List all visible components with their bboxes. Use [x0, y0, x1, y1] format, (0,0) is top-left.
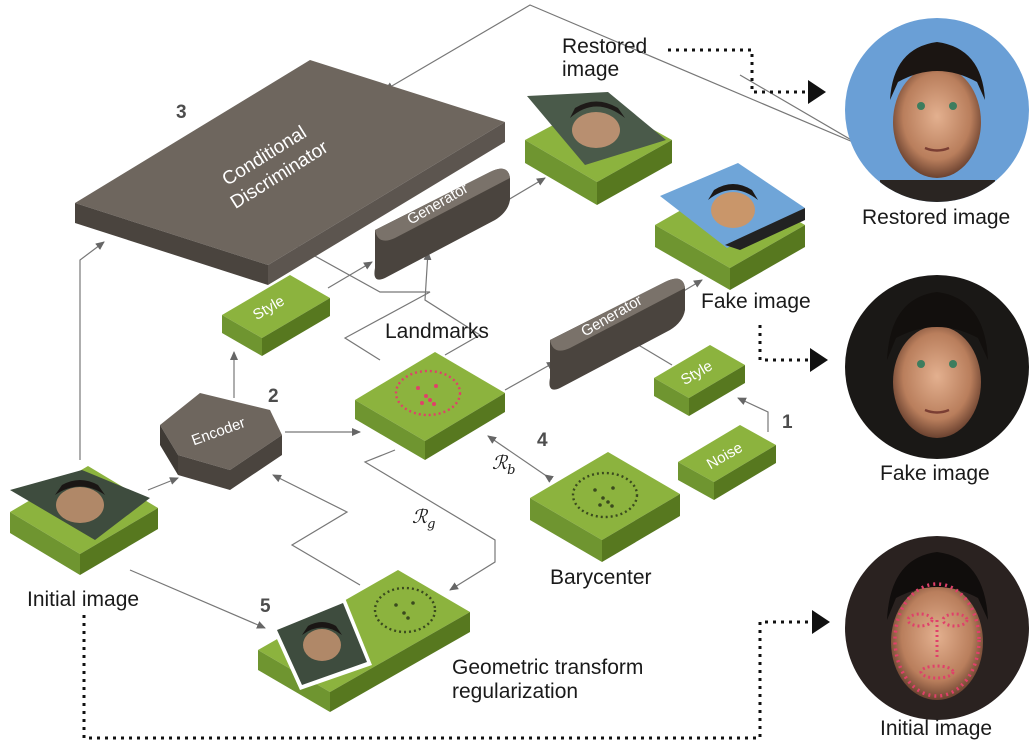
- r-g-symbol: ℛg: [412, 506, 436, 532]
- restored-face-circle: [845, 18, 1029, 202]
- restored-image-tile: [525, 92, 672, 205]
- step-number-5: 5: [260, 596, 271, 617]
- step-number-3: 3: [176, 102, 187, 123]
- r-b-symbol: ℛb: [492, 452, 516, 478]
- noise-block: Noise: [678, 425, 776, 500]
- leader-arrow-fake: [810, 348, 828, 372]
- encoder-block: Encoder: [160, 393, 282, 490]
- restored-photo-thumbnail: [527, 92, 666, 165]
- restored-image-label-line1: Restored: [562, 35, 647, 58]
- geometric-face-dots: [373, 586, 437, 634]
- fake-face-circle: [845, 275, 1029, 459]
- fake-image-label: Fake image: [701, 290, 811, 313]
- style-right-block: Style: [654, 345, 745, 416]
- restored-image-label-line2: image: [562, 58, 619, 81]
- leader-arrow-restored: [808, 80, 826, 104]
- right-fake-label: Fake image: [880, 462, 990, 485]
- right-restored-label: Restored image: [862, 206, 1010, 229]
- connector-arrows: [79, 4, 861, 629]
- initial-image-label: Initial image: [27, 588, 139, 611]
- initial-face-circle: [845, 536, 1029, 720]
- geometric-transform-tile: [258, 570, 470, 712]
- barycenter-face-dots: [571, 471, 639, 519]
- step-number-4: 4: [537, 430, 548, 451]
- step-number-2: 2: [268, 386, 279, 407]
- right-initial-label: Initial image: [880, 717, 992, 740]
- landmarks-label: Landmarks: [385, 320, 489, 343]
- step-number-1: 1: [782, 412, 793, 433]
- barycenter-tile: [530, 452, 680, 562]
- geometric-photo-thumbnail: [272, 598, 372, 690]
- barycenter-label: Barycenter: [550, 566, 652, 589]
- geometric-transform-label-line2: regularization: [452, 680, 578, 703]
- landmark-face-dots: [394, 369, 462, 417]
- dotted-leaders: [82, 48, 830, 740]
- fake-image-tile: [655, 163, 805, 290]
- style-left-block: Style: [222, 275, 330, 356]
- geometric-transform-label-line1: Geometric transform: [452, 656, 643, 679]
- initial-image-tile: [10, 466, 158, 575]
- landmarks-tile: [355, 352, 505, 460]
- initial-photo-thumbnail: [10, 470, 150, 540]
- fake-photo-thumbnail: [660, 163, 805, 250]
- conditional-discriminator-block: Conditional Discriminator: [75, 60, 505, 285]
- leader-arrow-initial: [812, 610, 830, 634]
